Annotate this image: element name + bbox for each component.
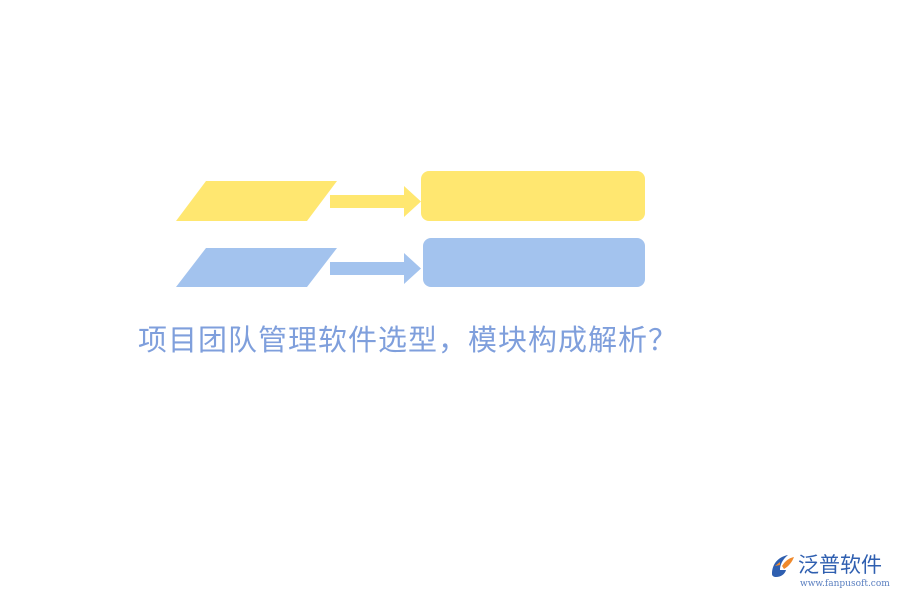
blue-arrow-icon: [330, 253, 421, 284]
fanpu-logo-icon: [772, 555, 794, 577]
yellow-parallelogram: [176, 181, 337, 221]
brand-watermark: 泛普软件 www.fanpusoft.com: [768, 550, 894, 590]
blue-parallelogram: [176, 248, 337, 287]
yellow-arrow-icon: [330, 186, 421, 217]
yellow-rounded-box: [421, 171, 645, 221]
brand-name: 泛普软件: [798, 553, 882, 577]
headline-text: 项目团队管理软件选型，模块构成解析？: [138, 323, 679, 357]
blue-rounded-box: [423, 238, 645, 287]
brand-url: www.fanpusoft.com: [800, 579, 890, 589]
